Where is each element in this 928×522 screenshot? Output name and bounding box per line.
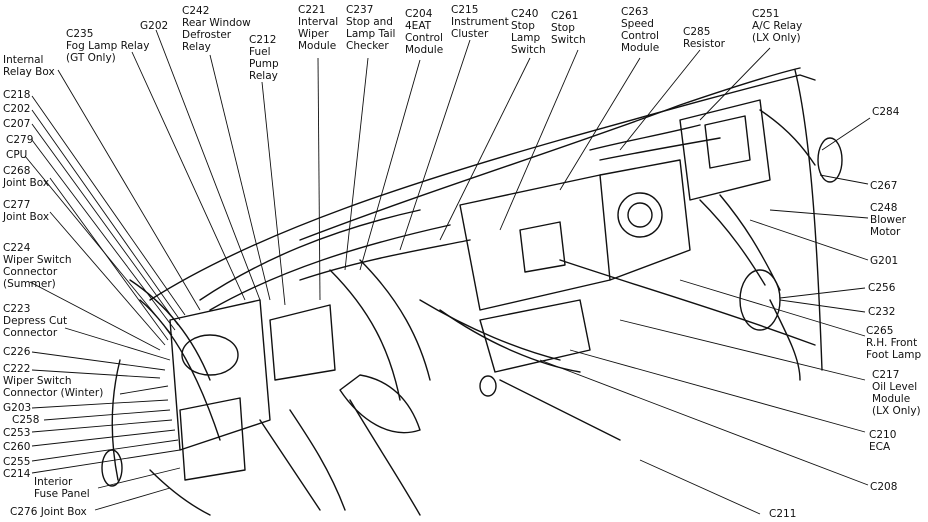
label-c232: C232 (868, 306, 896, 318)
label-c224-wiper-switch-connector-summer: C224 Wiper Switch Connector (Summer) (3, 242, 72, 290)
fuse-panel (169, 299, 271, 451)
label-c208: C208 (870, 481, 898, 493)
label-c218: C218 (3, 89, 31, 101)
label-cpu: CPU (6, 149, 28, 161)
label-c221-interval-wiper-module: C221 Interval Wiper Module (298, 4, 339, 52)
label-c202: C202 (3, 103, 31, 115)
label-c217-oil-level-module: C217 Oil Level Module (LX Only) (872, 369, 921, 417)
label-c285-resistor: C285 Resistor (683, 26, 725, 50)
hvac-housing (459, 174, 611, 311)
label-c242-rear-window-defroster-relay: C242 Rear Window Defroster Relay (182, 5, 251, 53)
label-c255: C255 (3, 456, 31, 468)
floor-edge (559, 259, 816, 346)
label-c276-joint-box: C276 Joint Box (10, 506, 87, 518)
windshield-edge (794, 69, 823, 371)
label-g202: G202 (140, 20, 169, 32)
label-c261-stop-switch: C261 Stop Switch (551, 10, 586, 46)
dash-top-edge (299, 67, 801, 241)
label-c279: C279 (6, 134, 34, 146)
dash-outline (149, 74, 816, 301)
relay-panel (679, 99, 771, 201)
label-c215-instrument-cluster: C215 Instrument Cluster (451, 4, 509, 40)
label-c226: C226 (3, 346, 31, 358)
label-c265-rh-front-foot-lamp: C265 R.H. Front Foot Lamp (866, 325, 922, 361)
label-c248-blower-motor: C248 Blower Motor (870, 202, 906, 238)
label-c237-stop-lamp-tail-checker: C237 Stop and Lamp Tail Checker (346, 4, 396, 52)
label-c284: C284 (872, 106, 900, 118)
label-g201: G201 (870, 255, 899, 267)
label-c263-speed-control-module: C263 Speed Control Module (621, 6, 660, 54)
label-g203: G203 (3, 402, 32, 414)
label-c223-depress-cut-connector: C223 Depress Cut Connector (3, 303, 68, 339)
label-c253: C253 (3, 427, 31, 439)
label-c222-wiper-switch-connector-winter: C222 Wiper Switch Connector (Winter) (3, 363, 104, 399)
label-c240-stop-lamp-switch: C240 Stop Lamp Switch (511, 8, 546, 56)
label-c204-4eat-control-module: C204 4EAT Control Module (405, 8, 444, 56)
center-module (479, 299, 591, 373)
label-c251-ac-relay: C251 A/C Relay (LX Only) (752, 8, 803, 44)
label-internal-relay-box: Internal Relay Box (3, 54, 55, 78)
label-c277-joint-box: C277 Joint Box (3, 199, 50, 223)
label-c268-joint-box: C268 Joint Box (3, 165, 50, 189)
label-c256: C256 (868, 282, 896, 294)
label-c258: C258 (12, 414, 40, 426)
label-c267: C267 (870, 180, 898, 192)
label-c260: C260 (3, 441, 31, 453)
label-interior-fuse-panel: Interior Fuse Panel (34, 476, 90, 500)
label-c214: C214 (3, 468, 31, 480)
label-c235-fog-lamp-relay: C235 Fog Lamp Relay (GT Only) (66, 28, 150, 64)
label-c207: C207 (3, 118, 31, 130)
label-c211: C211 (769, 508, 797, 520)
label-c210-eca: C210 ECA (869, 429, 897, 453)
label-c212-fuel-pump-relay: C212 Fuel Pump Relay (249, 34, 279, 82)
